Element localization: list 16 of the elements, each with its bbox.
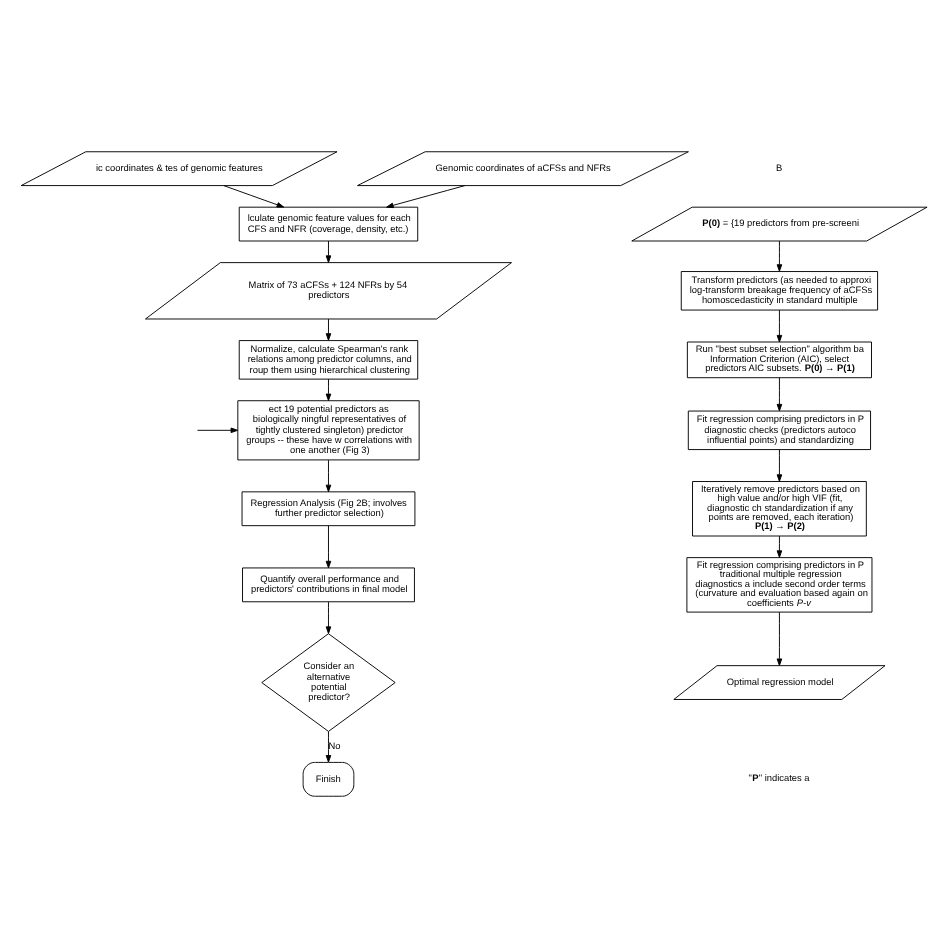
arrow <box>386 185 466 209</box>
arrow <box>325 378 332 402</box>
arrow <box>325 318 332 341</box>
arrow <box>325 731 332 763</box>
arrow <box>325 525 332 569</box>
arrow <box>776 535 783 558</box>
arrow <box>325 240 332 263</box>
arrow <box>223 185 285 208</box>
arrow <box>776 377 783 412</box>
arrow <box>776 309 783 343</box>
arrow <box>325 601 332 634</box>
arrow <box>776 611 783 666</box>
arrow <box>776 449 783 482</box>
arrow <box>197 427 239 434</box>
arrow <box>325 459 332 493</box>
arrow <box>776 240 783 272</box>
